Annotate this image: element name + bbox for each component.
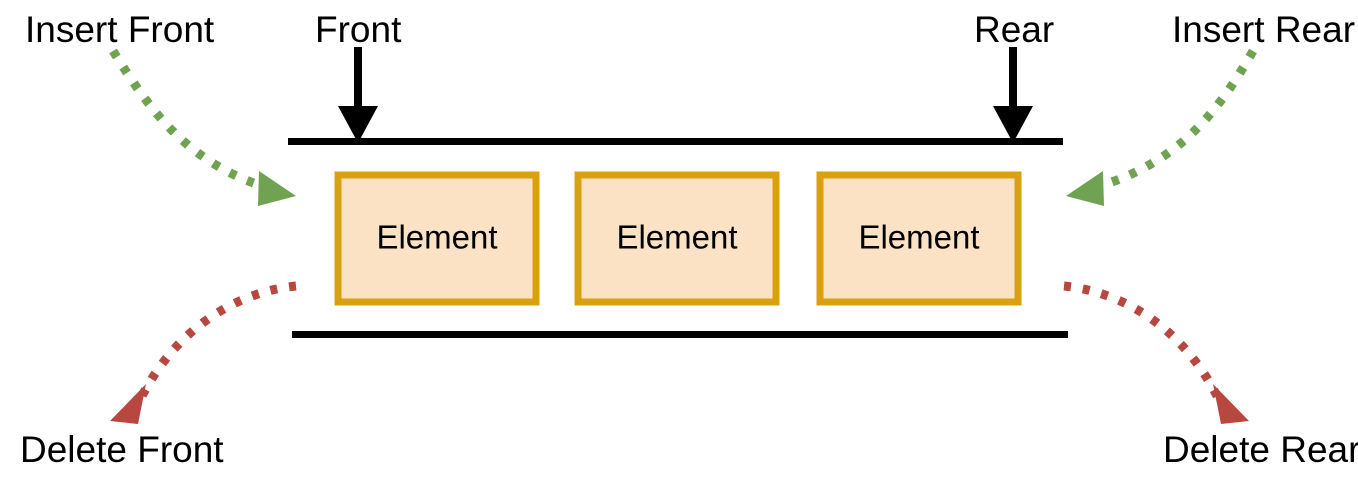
insert-front-arrowhead bbox=[258, 171, 296, 206]
delete-rear-arrow bbox=[1063, 281, 1249, 424]
delete-rear-curve bbox=[1063, 281, 1223, 400]
element-box-1-rect bbox=[334, 171, 540, 306]
delete-front-curve bbox=[136, 281, 297, 401]
element-box-2: Element bbox=[574, 171, 780, 306]
element-box-3-rect bbox=[816, 171, 1022, 306]
top-rail bbox=[288, 138, 1063, 145]
insert-rear-arrow bbox=[1066, 48, 1257, 206]
insert-rear-curve bbox=[1098, 48, 1257, 191]
delete-rear-arrowhead bbox=[1213, 384, 1249, 424]
label-insert-rear: Insert Rear bbox=[1172, 9, 1355, 50]
element-box-2-label: Element bbox=[616, 219, 737, 256]
insert-front-curve bbox=[109, 48, 264, 191]
element-box-3-label: Element bbox=[858, 219, 979, 256]
element-box-2-rect bbox=[574, 171, 780, 306]
rear-pointer-arrow bbox=[993, 47, 1033, 143]
delete-front-arrowhead bbox=[110, 384, 146, 424]
label-rear: Rear bbox=[974, 9, 1054, 50]
label-front: Front bbox=[315, 9, 402, 50]
element-box-3: Element bbox=[816, 171, 1022, 306]
label-delete-rear: Delete Rear bbox=[1163, 429, 1358, 470]
insert-rear-arrowhead bbox=[1066, 171, 1104, 206]
insert-front-arrow bbox=[109, 48, 296, 206]
label-insert-front: Insert Front bbox=[25, 9, 215, 50]
bottom-rail bbox=[292, 331, 1068, 338]
label-delete-front: Delete Front bbox=[20, 429, 224, 470]
element-box-1: Element bbox=[334, 171, 540, 306]
delete-front-arrow bbox=[110, 281, 297, 424]
element-box-1-label: Element bbox=[376, 219, 497, 256]
front-pointer-arrow bbox=[338, 47, 378, 143]
